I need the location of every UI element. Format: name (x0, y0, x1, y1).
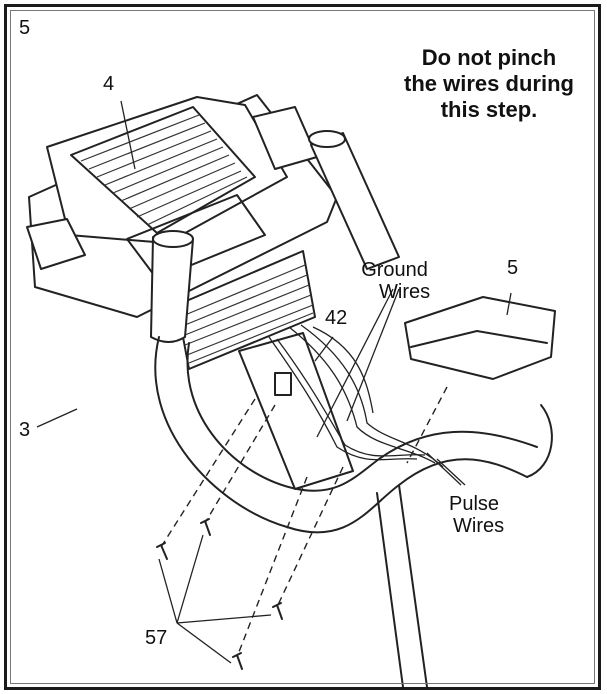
handlebar-frame (154, 336, 553, 687)
part-57-label: 57 (145, 627, 168, 649)
part-4-label: 4 (103, 73, 115, 95)
wires (268, 324, 444, 468)
ground-wires-label: Ground Wires (359, 259, 430, 303)
pulse-label: Pulse (449, 493, 500, 515)
warning-line-3: this step. (440, 97, 538, 122)
warning-note: Do not pinch the wires during this step. (385, 45, 593, 123)
alignment-lines (160, 386, 448, 658)
console-assembly (26, 94, 338, 370)
warning-line-1: Do not pinch (421, 45, 557, 70)
warning-line-2: the wires during (404, 71, 574, 96)
pulse-wires-label: Pulse Wires (443, 493, 504, 537)
ground-label: Ground (361, 259, 428, 281)
wires-label-1: Wires (379, 281, 431, 303)
left-upright-handle (150, 230, 194, 343)
part-3-label: 3 (19, 419, 31, 441)
right-upright-post (308, 130, 400, 270)
step-number: 5 (19, 17, 31, 39)
screws-57 (156, 518, 283, 670)
instruction-panel: 5 Do not pinch the wires during this ste… (4, 4, 601, 690)
assembly-illustration (26, 94, 556, 687)
wires-label-2: Wires (453, 515, 505, 537)
part-5-label: 5 (507, 257, 519, 279)
part-42-label: 42 (325, 307, 348, 329)
leader-lines (36, 100, 512, 664)
mounting-plate-42 (238, 332, 354, 490)
cover-part-5 (404, 296, 556, 380)
